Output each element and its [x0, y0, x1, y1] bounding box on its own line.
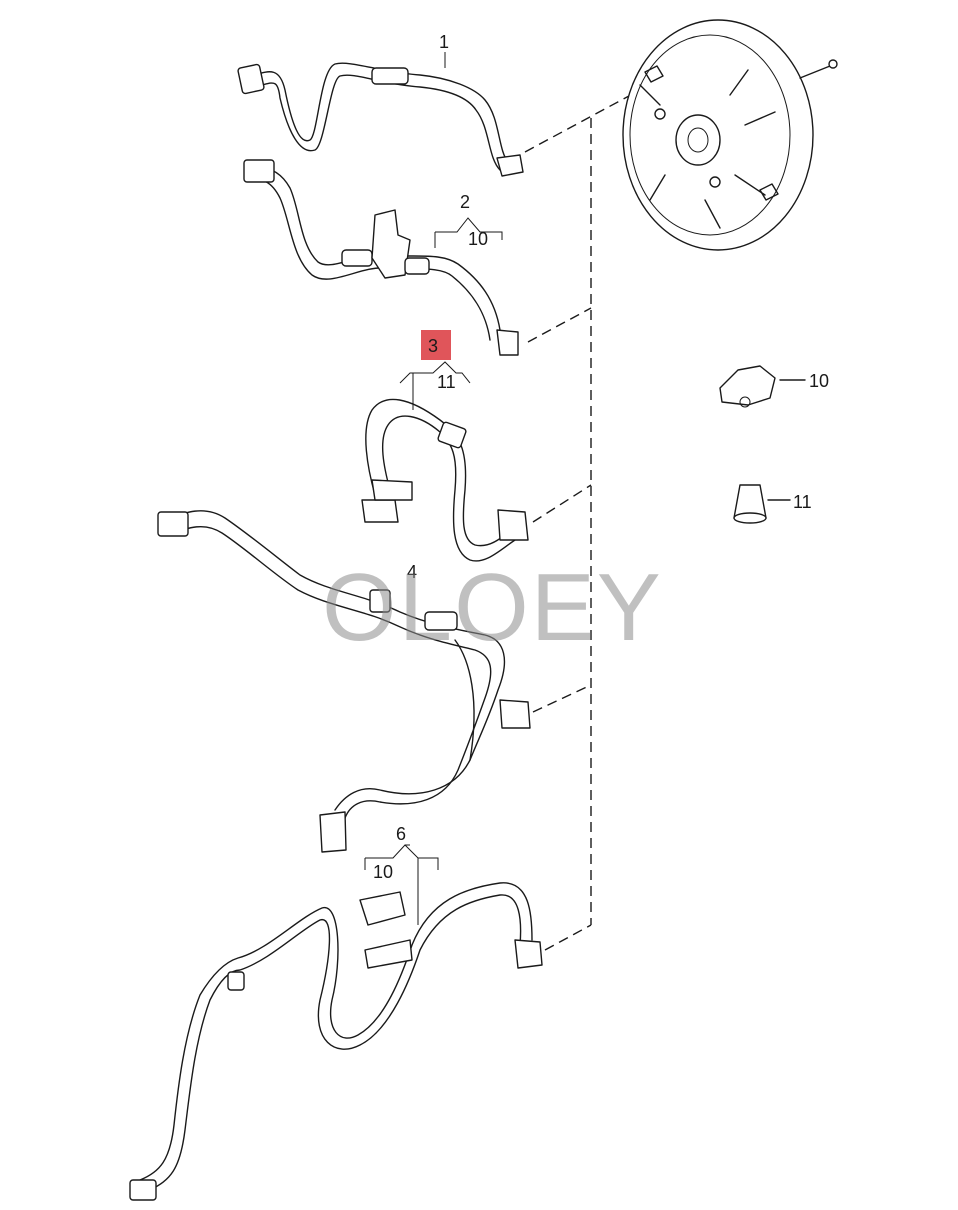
hose-assembly-1	[237, 62, 524, 177]
hose-assembly-3	[361, 398, 529, 562]
callout-4: 4	[407, 562, 417, 582]
callout-6-sub: 10	[373, 862, 393, 882]
callout-2: 2	[460, 192, 470, 212]
sleeve-part-11	[733, 484, 791, 524]
hose-assembly-6	[129, 882, 543, 1201]
reference-lines	[524, 89, 641, 951]
hose-assembly-4	[157, 510, 531, 853]
callout-6: 6	[396, 824, 406, 844]
callout-3: 3	[428, 336, 438, 356]
watermark-text: OLOEY	[322, 554, 663, 661]
callout-1: 1	[439, 32, 449, 52]
callout-leaders	[364, 52, 503, 925]
callout-3-highlight	[421, 330, 451, 360]
hose-assembly-2	[243, 159, 519, 356]
callout-11: 11	[793, 492, 812, 512]
bracket-part-10	[719, 365, 806, 408]
callout-3-sub: 11	[437, 372, 456, 392]
callout-2-sub: 10	[468, 229, 488, 249]
brake-booster	[622, 19, 838, 251]
callout-10: 10	[809, 371, 829, 391]
